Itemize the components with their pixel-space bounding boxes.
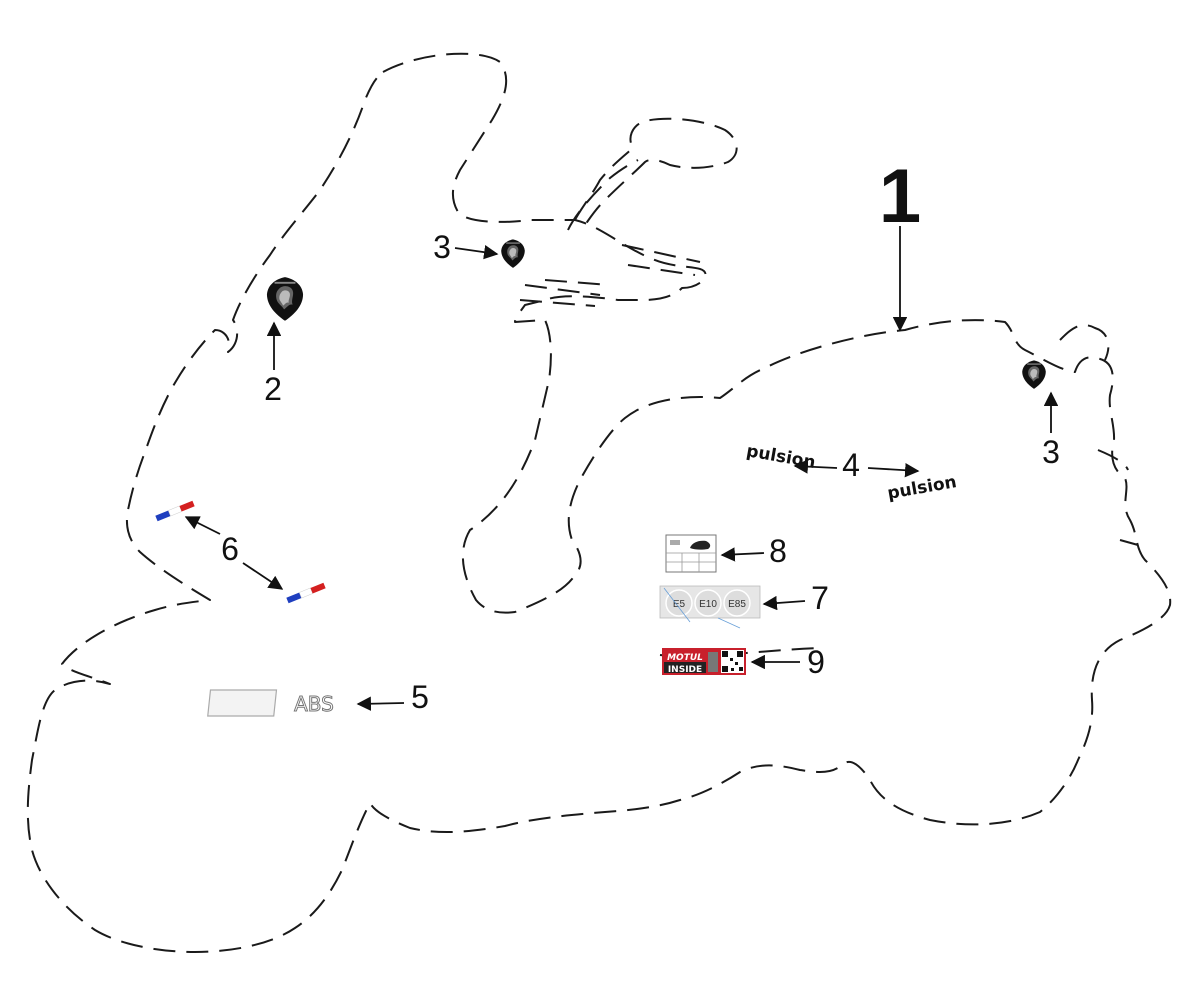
scooter-silhouette-icon (690, 540, 711, 550)
callout-2-label: 2 (264, 371, 282, 407)
callout-4-arrow-left (793, 459, 838, 474)
scooter-body-outline (26, 52, 1172, 953)
callout-4-arrow-right (867, 463, 920, 478)
callout-5-arrow (356, 696, 405, 711)
callout-3-right: 3 (1042, 391, 1060, 470)
callout-3-left-arrow (454, 245, 499, 260)
abs-text: ABS (294, 692, 334, 716)
callout-6-arrow-up (184, 516, 221, 535)
callout-6-arrow-down (242, 562, 284, 590)
callout-4-label: 4 (842, 447, 860, 483)
callout-8-arrow (720, 547, 765, 562)
tricolor-flag-icon (155, 510, 171, 522)
flag-decal-lower (286, 582, 326, 604)
motul-inside-text: INSIDE (668, 665, 702, 675)
pulsion-decal-mirrored: pulsion (745, 441, 817, 473)
svg-text:pulsion: pulsion (745, 441, 817, 473)
motul-inside-decal: MOTUL INSIDE (662, 648, 746, 675)
badge-tail (1022, 360, 1046, 389)
abs-decal: ABS (207, 689, 334, 717)
callout-1-label: 1 (879, 154, 921, 239)
badge-handlebar (501, 239, 525, 268)
lion-shield-icon (501, 239, 525, 268)
fuel-e5: E5 (673, 599, 686, 610)
callout-7: 7 (762, 580, 829, 616)
fuel-e85: E85 (728, 599, 746, 610)
callout-7-arrow (762, 595, 806, 611)
callout-7-label: 7 (811, 580, 829, 616)
motul-brand-text: MOTUL (667, 653, 703, 663)
fuel-compat-label: E5 E10 E85 (659, 585, 761, 629)
lion-shield-icon (1022, 360, 1046, 389)
tricolor-flag-icon (286, 592, 302, 604)
callout-3-label: 3 (433, 229, 451, 265)
callout-9-label: 9 (807, 644, 825, 680)
callout-3-left: 3 (433, 229, 499, 265)
callout-9: 9 (750, 644, 825, 680)
callout-5-label: 5 (411, 679, 429, 715)
callout-5: 5 (356, 679, 429, 715)
fuel-e10: E10 (699, 599, 717, 610)
flag-decal-upper (155, 500, 195, 522)
callout-3-label: 3 (1042, 434, 1060, 470)
lion-shield-icon (266, 277, 304, 321)
oil-can-icon (708, 652, 718, 672)
callout-4: 4 (793, 447, 920, 483)
badge-front (266, 277, 304, 321)
callout-6: 6 (184, 516, 284, 590)
callout-1: 1 (879, 154, 921, 332)
tyre-pressure-label (665, 534, 717, 573)
callout-8: 8 (720, 533, 787, 569)
pulsion-decal: pulsion (886, 472, 958, 504)
callout-2: 2 (264, 321, 282, 407)
callout-8-label: 8 (769, 533, 787, 569)
svg-text:pulsion: pulsion (886, 472, 958, 504)
callout-6-label: 6 (221, 531, 239, 567)
